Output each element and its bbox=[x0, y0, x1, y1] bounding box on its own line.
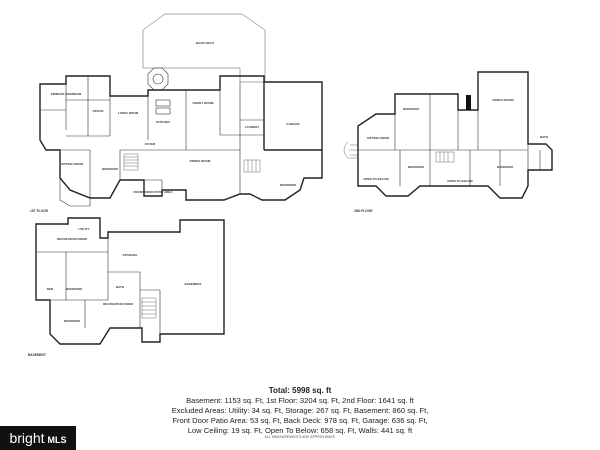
living-room-label: LIVING ROOM bbox=[118, 111, 139, 115]
basement-floor-label: BASEMENT bbox=[28, 353, 46, 357]
bath-bsmt-label: BATH bbox=[116, 285, 124, 289]
basement-stairs bbox=[141, 297, 157, 319]
basement-plan: RECREATION ROOM STORAGE BASEMENT DEN BED… bbox=[28, 217, 225, 357]
second-floor-interior-walls bbox=[358, 94, 541, 186]
sitting-room-2f-label: SITTING ROOM bbox=[367, 136, 390, 140]
utility-label: UTILITY bbox=[78, 227, 89, 231]
first-floor-outline bbox=[39, 75, 323, 201]
bedroom-1f-label: BEDROOM bbox=[102, 167, 118, 171]
back-deck-outline bbox=[142, 13, 266, 83]
summary-line-4: Low Ceiling: 19 sq. Ft, Open To Below: 6… bbox=[187, 426, 413, 435]
summary-line-2: Excluded Areas: Utility: 34 sq. Ft, Stor… bbox=[171, 406, 429, 415]
front-bay bbox=[59, 178, 91, 207]
logo-brand: bright bbox=[9, 430, 45, 446]
front-door-patio-label: FRONT DOOR PATIO AREA bbox=[134, 190, 174, 194]
basement-outline bbox=[35, 217, 225, 345]
open-to-below-label: OPEN TO BELOW bbox=[363, 177, 389, 181]
second-floor-outline bbox=[357, 71, 553, 199]
bonus-room-label: BONUS ROOM bbox=[493, 98, 515, 102]
bedroom-garage-side-label: BEDROOM bbox=[280, 183, 296, 187]
sitting-room-label: SITTING ROOM bbox=[61, 162, 84, 166]
kitchen-label: KITCHEN bbox=[156, 120, 169, 124]
garage-label: GARAGE bbox=[286, 122, 299, 126]
foyer-label: FOYER bbox=[145, 142, 156, 146]
bedroom-2f-c-label: BEDROOM bbox=[497, 165, 513, 169]
first-floor-label: 1ST FLOOR bbox=[30, 209, 49, 213]
open-to-below-2-label: OPEN TO BELOW bbox=[447, 179, 473, 183]
second-floor-curved-stair bbox=[343, 141, 358, 159]
kitchen-island bbox=[155, 99, 171, 107]
recreation-room-label: RECREATION ROOM bbox=[57, 237, 87, 241]
basement-area-label: BASEMENT bbox=[185, 282, 202, 286]
bright-mls-logo: bright MLS bbox=[0, 426, 76, 450]
summary-line-3: Front Door Patio Area: 53 sq. Ft, Back D… bbox=[172, 416, 428, 425]
dining-room-label: DINING ROOM bbox=[190, 159, 211, 163]
bedroom-bsmt-b-label: BEDROOM bbox=[64, 319, 80, 323]
second-floor-stairs bbox=[435, 151, 455, 163]
laundry-label: LAUNDRY bbox=[245, 125, 260, 129]
bedroom-bsmt-a-label: BEDROOM bbox=[66, 287, 82, 291]
bedroom-2f-b-label: BEDROOM bbox=[408, 165, 424, 169]
total-area: Total: 5998 sq. ft bbox=[268, 386, 332, 395]
first-floor-stairs bbox=[123, 153, 261, 173]
den-label: DEN bbox=[47, 287, 53, 291]
second-floor-plan: BEDROOM BONUS ROOM SITTING ROOM OPEN TO … bbox=[343, 71, 553, 213]
measurement-note: ALL MEASUREMENTS ARE APPROXIMATE bbox=[264, 435, 336, 439]
bedroom-2f-a-label: BEDROOM bbox=[403, 107, 419, 111]
deck-octagon bbox=[147, 67, 169, 91]
garage-wall bbox=[263, 82, 322, 151]
logo-suffix: MLS bbox=[47, 434, 67, 445]
primary-bedroom-label: PRIMARY BEDROOM bbox=[51, 92, 82, 96]
storage-label: STORAGE bbox=[123, 253, 138, 257]
back-deck-label: BACK DECK bbox=[196, 41, 215, 45]
basement-interior-walls bbox=[36, 238, 161, 334]
bath-2f-label: BATH bbox=[540, 135, 548, 139]
second-floor-label: 2ND FLOOR bbox=[354, 209, 373, 213]
summary-line-1: Basement: 1153 sq. Ft, 1st Floor: 3204 s… bbox=[186, 396, 414, 405]
hot-tub-icon bbox=[152, 73, 164, 85]
office-label: OFFICE bbox=[93, 109, 104, 113]
recreation-room-2-label: RECREATION ROOM bbox=[103, 302, 133, 306]
kitchen-counter bbox=[155, 107, 171, 115]
chimney-block bbox=[466, 95, 471, 110]
family-room-label: FAMILY ROOM bbox=[193, 101, 214, 105]
first-floor-plan: BACK DECK GARAGE FAMILY ROOM KITCHEN DIN… bbox=[30, 13, 323, 213]
area-summary: Total: 5998 sq. ft Basement: 1153 sq. Ft… bbox=[140, 386, 460, 436]
first-floor-interior-walls bbox=[40, 76, 264, 198]
